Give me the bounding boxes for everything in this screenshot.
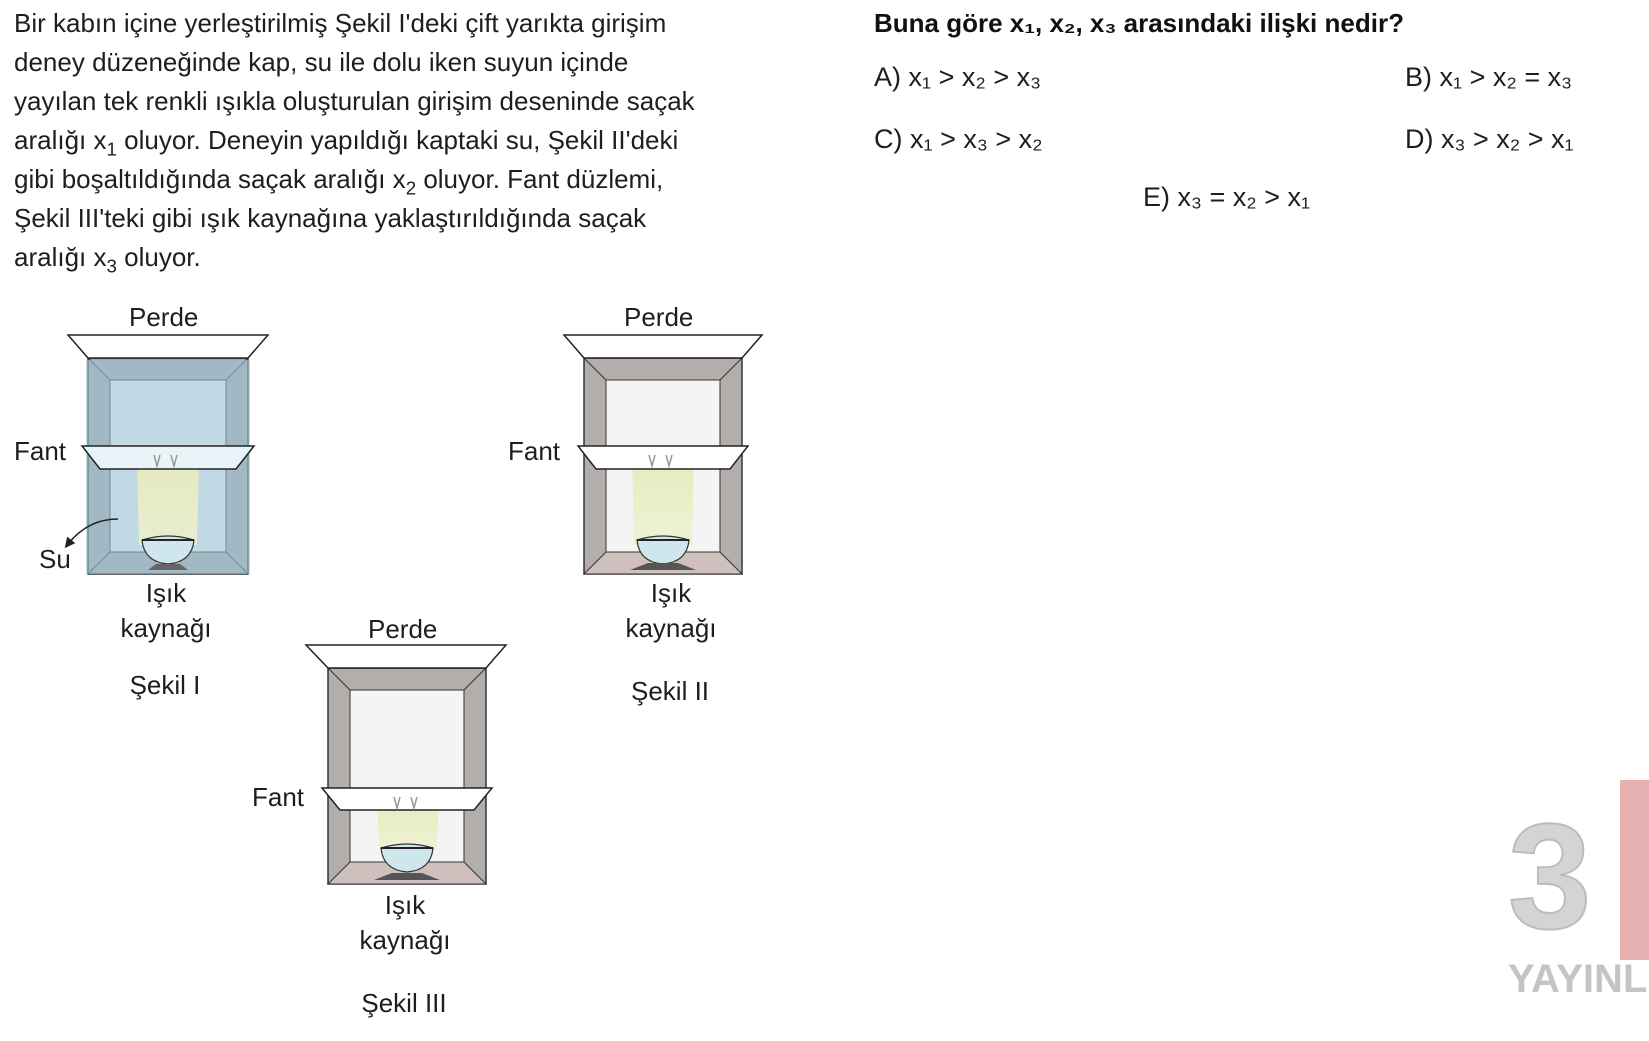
logo-text: YAYINL xyxy=(1508,957,1647,1001)
publisher-logo: 3 YAYINL xyxy=(1507,780,1649,1001)
paragraph-line: Bir kabın içine yerleştirilmiş Şekil I'd… xyxy=(14,8,667,38)
light-source-bulb xyxy=(636,535,690,565)
option-d[interactable]: D) x₃ > x₂ > x₁ xyxy=(1405,124,1574,154)
light-beam xyxy=(632,455,694,545)
sekil-1-screen-label: Perde xyxy=(129,302,199,332)
problem-paragraph: Bir kabın içine yerleştirilmiş Şekil I'd… xyxy=(14,4,794,277)
sekil-3-caption: Şekil III xyxy=(361,988,447,1018)
sekil-2-screen-label: Perde xyxy=(624,302,694,332)
paragraph-line: deney düzeneğinde kap, su ile dolu iken … xyxy=(14,47,629,77)
light-beam xyxy=(137,455,199,545)
screen-perde xyxy=(66,334,270,359)
option-e[interactable]: E) x₃ = x₂ > x₁ xyxy=(1143,182,1311,212)
logo-digit: 3 xyxy=(1508,792,1591,960)
sekil-1-apparatus xyxy=(64,334,270,575)
sekil-2-apparatus xyxy=(562,334,764,575)
slit-fant xyxy=(576,445,750,470)
paragraph-line: aralığı x3 oluyor. xyxy=(14,242,201,277)
sekil-3-apparatus xyxy=(304,644,508,885)
screen-perde xyxy=(562,334,764,359)
sekil-3-slit-label: Fant xyxy=(252,782,305,812)
slit-fant xyxy=(320,787,494,811)
paragraph-line: yayılan tek renkli ışıkla oluşturulan gi… xyxy=(14,86,695,116)
sekil-1-caption: Şekil I xyxy=(129,670,201,700)
paragraph-line: Şekil III'teki gibi ışık kaynağına yakla… xyxy=(14,203,647,233)
water-arrow xyxy=(64,518,119,549)
light-source-bulb xyxy=(380,843,434,873)
slit-fant xyxy=(80,445,256,470)
sekil-2-caption: Şekil II xyxy=(630,676,710,706)
option-b[interactable]: B) x₁ > x₂ = x₃ xyxy=(1405,62,1573,92)
sekil-1-slit-label: Fant xyxy=(14,436,67,466)
sekil-1-water-label: Su xyxy=(39,544,71,574)
paragraph-line: gibi boşaltıldığında saçak aralığı x2 ol… xyxy=(14,164,664,199)
screen-perde xyxy=(304,644,508,669)
option-a[interactable]: A) x₁ > x₂ > x₃ xyxy=(874,62,1042,92)
option-c[interactable]: C) x₁ > x₃ > x₂ xyxy=(874,124,1043,154)
sekil-2-slit-label: Fant xyxy=(508,436,561,466)
sekil-3-screen-label: Perde xyxy=(368,614,438,644)
light-beam xyxy=(377,798,439,850)
light-source-bulb xyxy=(141,535,195,565)
question-text: Buna göre x₁, x₂, x₃ arasındaki ilişki n… xyxy=(874,8,1404,38)
paragraph-line: aralığı x1 oluyor. Deneyin yapıldığı kap… xyxy=(14,125,679,160)
